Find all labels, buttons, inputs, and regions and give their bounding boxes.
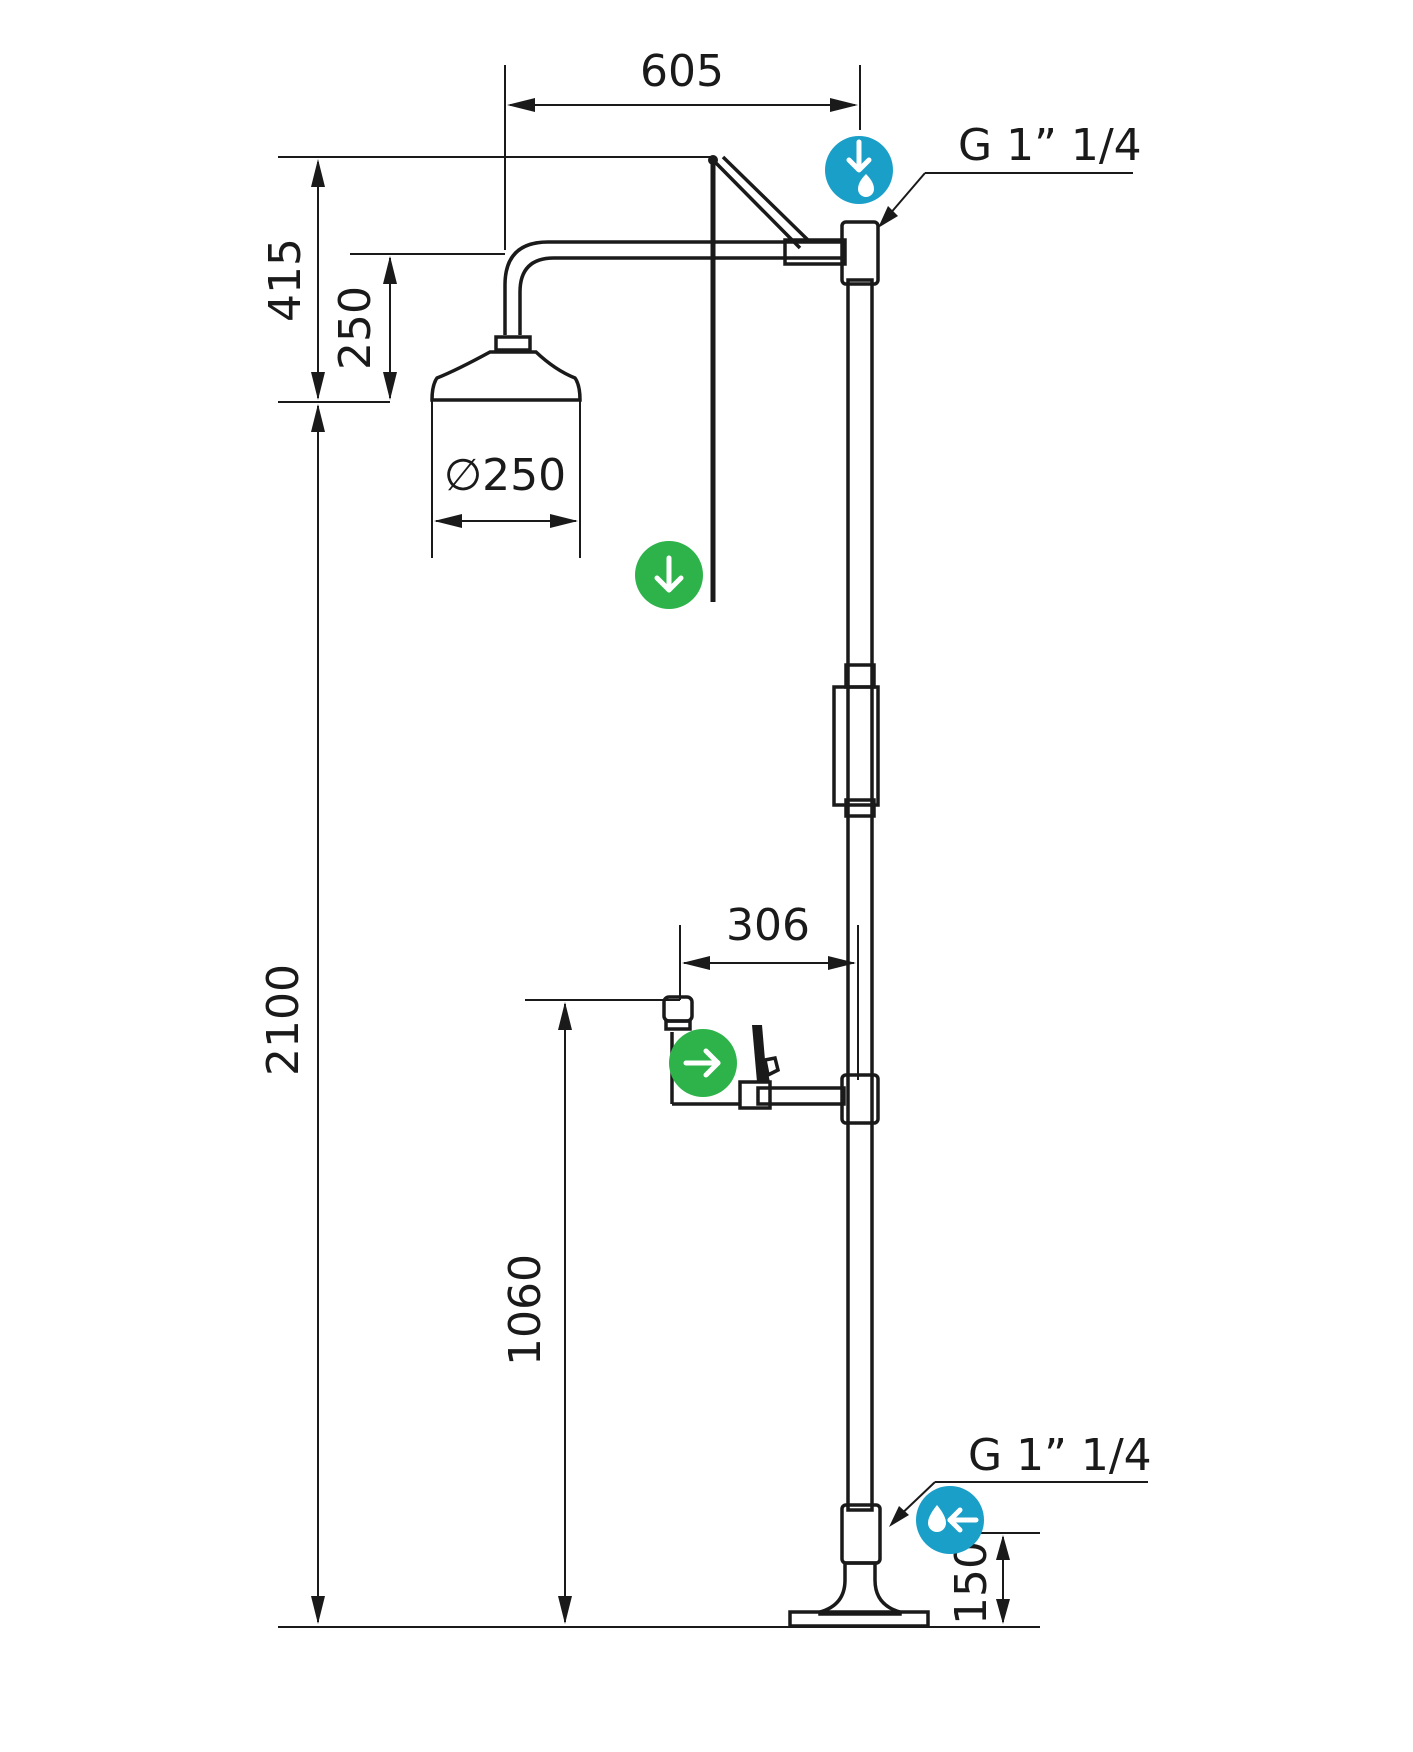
water-inlet-down-icon — [825, 136, 893, 204]
dim-eyewash-height: 1060 — [500, 1254, 551, 1366]
top-inlet-label: G 1” 1/4 — [958, 120, 1142, 171]
dim-arm-reach: 605 — [640, 46, 724, 97]
dim-head-height: 415 — [260, 238, 311, 322]
dim-inlet-height: 150 — [946, 1541, 997, 1625]
push-right-arrow-icon — [669, 1029, 737, 1097]
water-inlet-left-icon — [916, 1486, 984, 1554]
pull-down-arrow-icon — [635, 541, 703, 609]
dim-head-drop: 250 — [330, 286, 381, 370]
dim-total-height: 2100 — [258, 964, 309, 1076]
shower-structure — [430, 155, 930, 1628]
dim-eyewash-reach: 306 — [726, 900, 810, 951]
bottom-inlet-label: G 1” 1/4 — [968, 1430, 1152, 1481]
dim-head-diameter: ∅250 — [444, 450, 566, 501]
